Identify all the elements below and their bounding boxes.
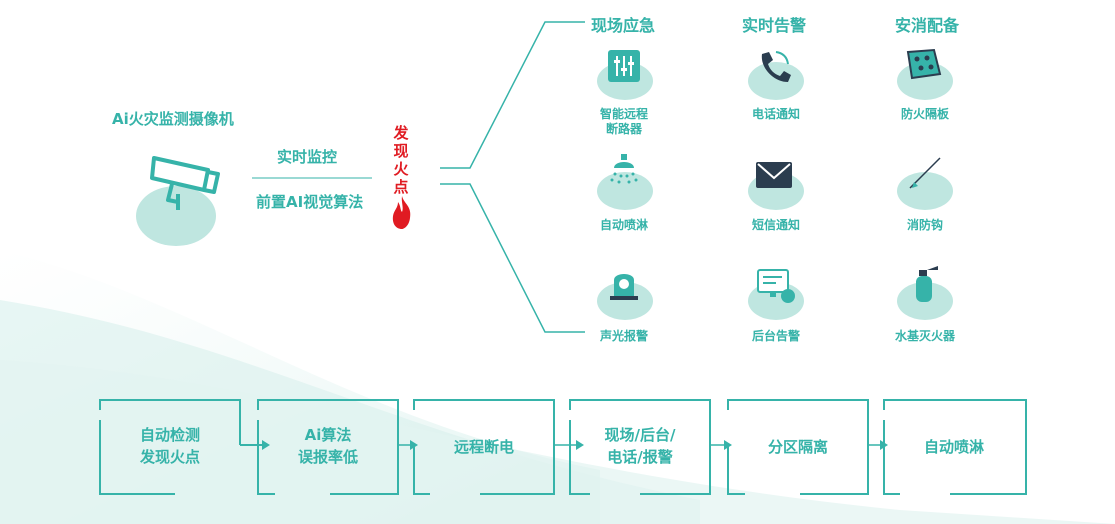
item-sms-notice: 短信通知 (751, 218, 800, 232)
flow-step-remote-power-off: 远程断电 (453, 438, 514, 456)
circle-phone (748, 62, 804, 100)
header-fire-equipment: 安消配备 (894, 16, 959, 35)
circle-sprinkler (597, 172, 653, 210)
camera-icon (150, 156, 220, 210)
phone-icon (761, 51, 791, 82)
header-onsite-emergency: 现场应急 (590, 16, 655, 35)
flow-step-zone-isolation: 分区隔离 (767, 438, 828, 456)
item-phone-notice: 电话通知 (751, 107, 800, 121)
fire-detected-label: 发现火点 (393, 124, 409, 196)
flow-step-ai-algorithm: Ai算法 误报率低 (297, 426, 358, 466)
fire-board-icon (906, 48, 942, 80)
ai-algorithm-label: 前置AI视觉算法 (256, 193, 364, 211)
item-fire-hook: 消防钩 (906, 218, 943, 232)
camera-title: Ai火灾监测摄像机 (112, 110, 234, 128)
fire-hook-icon (909, 157, 941, 189)
item-sound-light-alarm: 声光报警 (599, 329, 648, 343)
computer-alert-icon (757, 269, 795, 303)
item-auto-sprinkler: 自动喷淋 (599, 218, 648, 232)
flow-step-auto-detect: 自动检测 发现火点 (139, 426, 200, 466)
item-smart-breaker: 智能远程 断路器 (569, 107, 679, 137)
realtime-monitor-label: 实时监控 (277, 148, 338, 166)
header-realtime-alarm: 实时告警 (741, 16, 806, 35)
envelope-icon (756, 162, 792, 188)
siren-icon (610, 274, 638, 300)
item-fire-board: 防火隔板 (900, 107, 949, 121)
sprinkler-icon (610, 154, 638, 184)
item-backend-alert: 后台告警 (751, 329, 800, 343)
flow-step-auto-sprinkler: 自动喷淋 (923, 438, 984, 456)
circle-hook (897, 172, 953, 210)
item-water-extinguisher: 水基灭火器 (894, 329, 955, 343)
extinguisher-icon (916, 266, 938, 302)
item-smart-breaker-text: 智能远程 断路器 (599, 107, 648, 136)
breaker-icon (608, 50, 640, 82)
flow-step-alarm-channels: 现场/后台/ 电话/报警 (604, 426, 676, 466)
flame-icon (392, 196, 411, 229)
